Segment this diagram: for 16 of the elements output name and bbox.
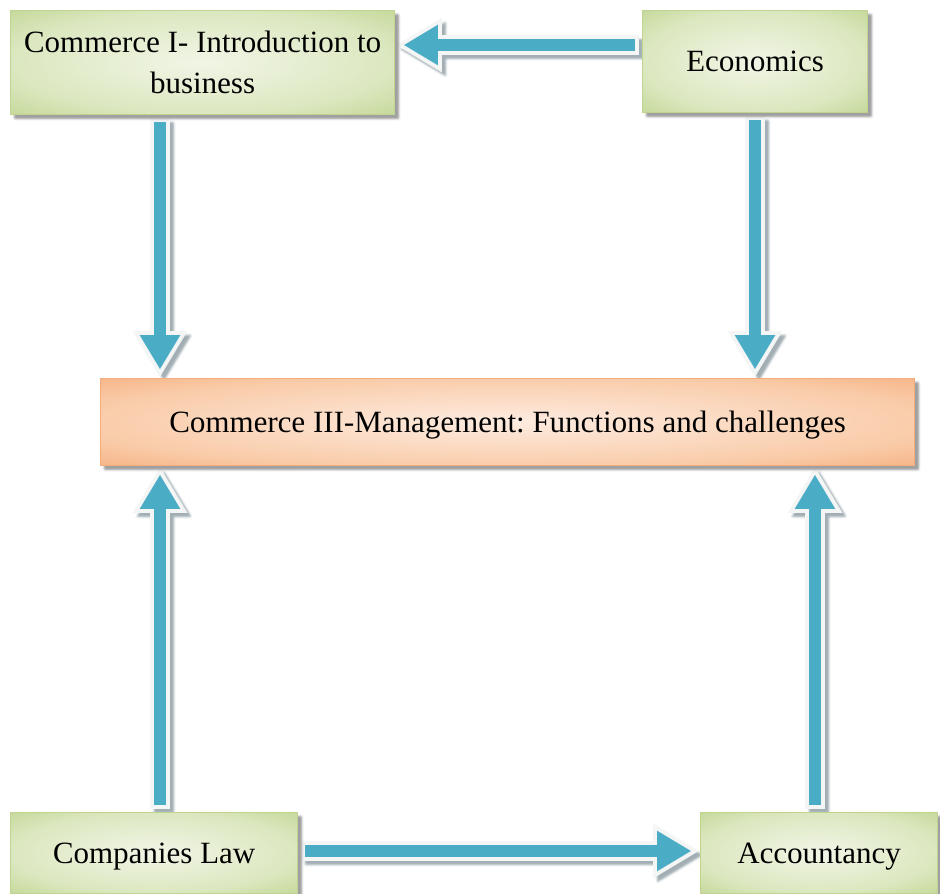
box-label: Accountancy (737, 834, 901, 872)
block-arrow (132, 118, 188, 377)
process-box (10, 10, 395, 115)
block-arrow (396, 17, 639, 73)
block-arrow (132, 467, 188, 809)
block-arrow (301, 823, 699, 879)
block-arrow (787, 467, 843, 809)
block-arrow (727, 116, 783, 377)
box-label: Economics (686, 42, 824, 80)
process-box (642, 10, 868, 113)
box-label: Companies Law (52, 834, 256, 872)
process-box (100, 378, 915, 466)
process-box (10, 812, 298, 894)
box-label: Commerce III-Management: Functions and challenges (169, 402, 846, 441)
box-label: Commerce I- Introduction to business (22, 23, 382, 102)
process-box (700, 812, 938, 894)
